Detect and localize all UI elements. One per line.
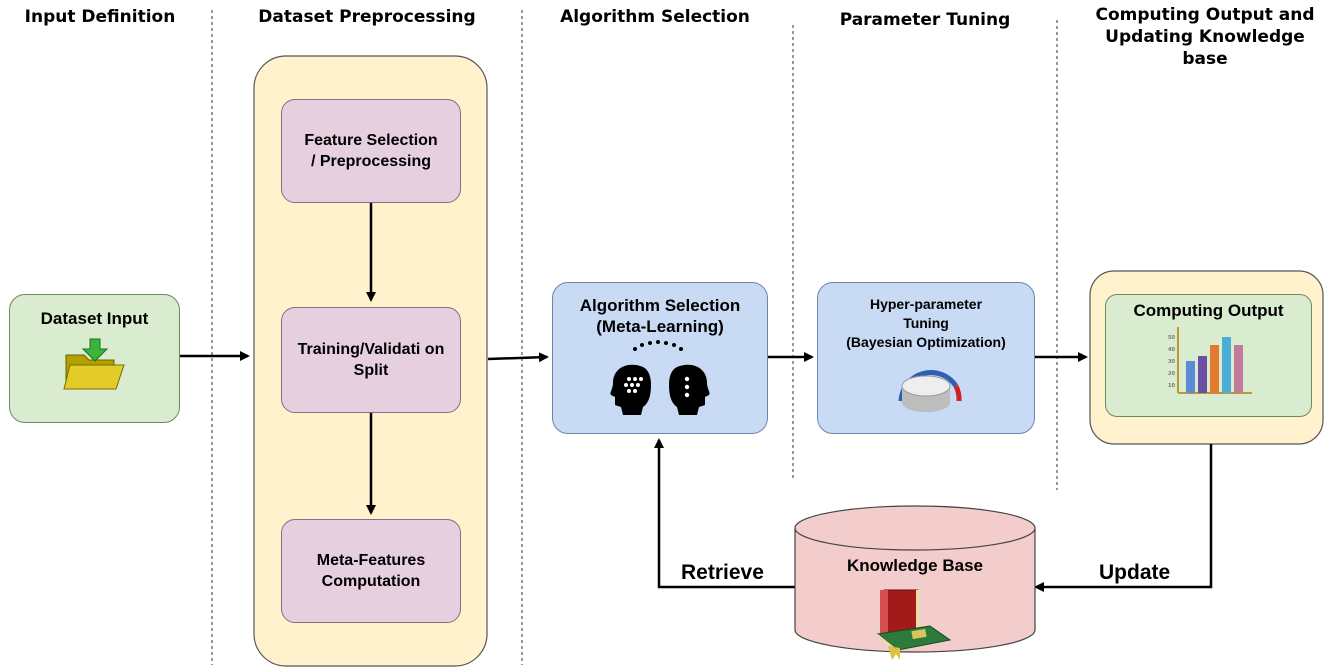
computing-output-label: Computing Output — [1133, 301, 1284, 320]
column-title-input-definition: Input Definition — [24, 7, 176, 27]
dataset-input-label: Dataset Input — [40, 309, 149, 328]
arrow-preprocessing-to-algo — [487, 352, 549, 363]
train-split-box: Training/Validati on Split — [281, 307, 461, 413]
meta-features-label: Meta-Features Computation — [316, 552, 426, 590]
two-heads-icon — [610, 340, 710, 415]
hyperparameter-tuning-box: Hyper-parameter Tuning (Bayesian Optimiz… — [817, 282, 1035, 434]
algorithm-selection-subtitle: (Meta-Learning) — [596, 317, 724, 336]
hyperparameter-tuning-subtitle: (Bayesian Optimization) — [846, 334, 1006, 350]
bar-chart-icon: 50 40 30 20 10 — [1168, 327, 1252, 394]
arrow-retrieve — [654, 438, 795, 589]
algorithm-selection-box: Algorithm Selection (Meta-Learning) — [552, 282, 768, 434]
computing-output-box: Computing Output 50 40 30 20 10 — [1105, 294, 1312, 417]
column-title-computing-output: Computing Output and Updating Knowledge … — [1095, 5, 1315, 69]
svg-text:30: 30 — [1168, 359, 1175, 365]
knowledge-base-label: Knowledge Base — [846, 556, 984, 575]
update-label: Update — [1099, 561, 1171, 584]
svg-text:50: 50 — [1168, 335, 1175, 341]
svg-text:20: 20 — [1168, 371, 1175, 377]
books-icon — [876, 589, 952, 660]
retrieve-label: Retrieve — [681, 561, 764, 584]
svg-text:40: 40 — [1168, 347, 1175, 353]
svg-text:10: 10 — [1168, 383, 1175, 389]
feature-selection-box: Feature Selection / Preprocessing — [281, 99, 461, 203]
knob-icon — [898, 370, 962, 412]
algorithm-selection-title: Algorithm Selection — [579, 296, 741, 315]
column-title-algorithm-selection: Algorithm Selection — [560, 7, 750, 27]
meta-features-box: Meta-Features Computation — [281, 519, 461, 623]
arrow-update — [1034, 444, 1213, 592]
knowledge-base-box: Knowledge Base — [795, 556, 1035, 666]
hyperparameter-tuning-title: Hyper-parameter Tuning — [869, 296, 983, 331]
train-split-label: Training/Validati on Split — [297, 341, 445, 379]
folder-download-icon — [62, 338, 125, 390]
dataset-input-box: Dataset Input — [9, 294, 180, 423]
column-title-dataset-preprocessing: Dataset Preprocessing — [258, 7, 476, 27]
feature-selection-label: Feature Selection / Preprocessing — [304, 132, 438, 170]
column-title-parameter-tuning: Parameter Tuning — [839, 10, 1011, 30]
